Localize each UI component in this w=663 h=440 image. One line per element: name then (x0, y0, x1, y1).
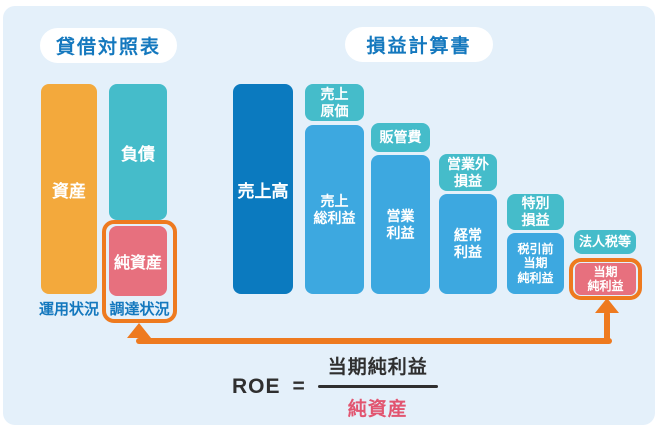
extraordinary-bar: 特別 損益 (507, 194, 564, 230)
cogs-bar: 売上 原価 (305, 84, 364, 121)
equity-highlight-box (102, 220, 177, 323)
connector-horizontal-line (136, 338, 612, 344)
income-statement-title-label: 損益計算書 (366, 36, 472, 57)
balance-sheet-title-label: 貸借対照表 (55, 37, 161, 58)
equity-bar-label: 純資産 (113, 255, 162, 272)
non-operating-bar: 営業外 損益 (439, 154, 497, 191)
revenue-bar: 売上高 (233, 84, 293, 294)
pretax-profit-bar: 税引前 当期 純利益 (507, 233, 564, 294)
sga-bar-label: 販管費 (379, 129, 422, 146)
equity-caption-label: 調達状況 (109, 300, 170, 318)
net-profit-arrow-up-icon (595, 298, 619, 313)
equity-arrow-up-icon (127, 323, 151, 338)
sga-bar: 販管費 (371, 123, 430, 152)
non-operating-bar-label: 営業外 損益 (447, 155, 489, 189)
operating-profit-bar-label: 営業 利益 (386, 207, 415, 241)
assets-caption: 運用状況 (36, 299, 102, 318)
cogs-bar-label: 売上 原価 (320, 85, 349, 119)
tax-bar-label: 法人税等 (578, 234, 631, 250)
gross-profit-bar-label: 売上 総利益 (313, 192, 356, 226)
ordinary-profit-bar: 経常 利益 (439, 194, 497, 294)
pretax-profit-bar-label: 税引前 当期 純利益 (517, 241, 554, 285)
net-profit-bar: 当期 純利益 (575, 263, 636, 295)
revenue-bar-label: 売上高 (237, 181, 289, 201)
assets-bar-label: 資産 (52, 181, 86, 201)
assets-bar: 資産 (41, 84, 97, 294)
assets-caption-label: 運用状況 (38, 300, 99, 318)
equity-bar: 純資産 (109, 226, 167, 296)
roe-formula: ROE = 当期純利益 純資産 (232, 352, 438, 421)
roe-denominator: 純資産 (347, 399, 408, 420)
liabilities-bar: 負債 (109, 84, 167, 220)
roe-numerator: 当期純利益 (327, 357, 428, 378)
balance-sheet-title: 貸借対照表 (40, 28, 177, 63)
extraordinary-bar-label: 特別 損益 (521, 195, 550, 228)
fraction-line (317, 385, 438, 388)
connector-vertical-line (604, 311, 610, 342)
equity-caption: 調達状況 (106, 299, 173, 318)
gross-profit-bar: 売上 総利益 (305, 125, 364, 294)
roe-fraction: 当期純利益 純資産 (317, 352, 438, 421)
operating-profit-bar: 営業 利益 (371, 155, 430, 294)
net-profit-bar-label: 当期 純利益 (587, 264, 624, 293)
equals-sign: = (292, 374, 306, 398)
liabilities-bar-label: 負債 (121, 144, 155, 164)
ordinary-profit-bar-label: 経常 利益 (454, 227, 482, 260)
income-statement-title: 損益計算書 (345, 27, 493, 62)
roe-label: ROE (232, 374, 281, 398)
tax-bar: 法人税等 (574, 230, 636, 254)
